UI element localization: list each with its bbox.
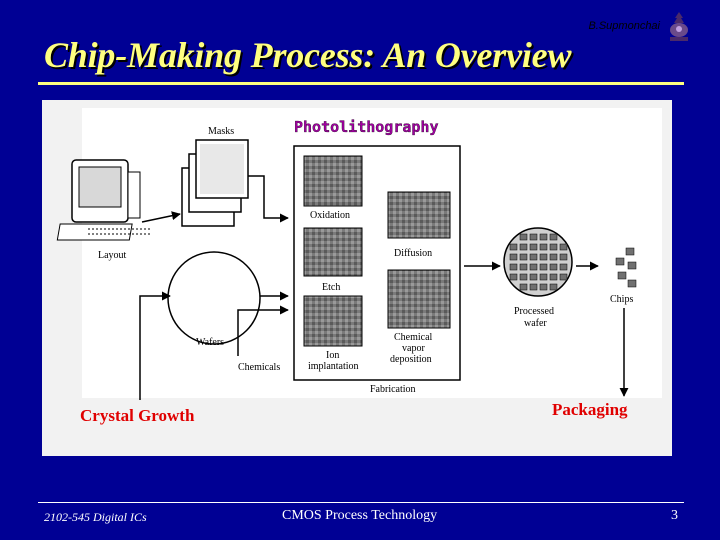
university-seal-icon [670,12,688,41]
crystal-growth-label: Crystal Growth [80,406,195,425]
cvd-caption-1: Chemical [394,332,433,343]
arrow-crystal-to-wafers [139,291,171,400]
arrow-chemicals-to-fabrication [237,305,289,356]
photolithography-label: Photolithography [294,118,439,136]
page-number: 3 [671,508,678,523]
oxidation-caption: Oxidation [310,210,350,221]
processed-wafer-icon [503,227,573,297]
author-name: B.Supmonchai [588,20,660,32]
masks-icon [181,139,249,227]
diffusion-caption: Diffusion [394,248,432,259]
chips-icon [615,247,637,288]
processed-wafer-caption-1: Processed [514,306,554,317]
layout-caption: Layout [98,250,127,261]
oxidation-photo [303,155,363,207]
masks-caption: Masks [208,126,234,137]
cvd-photo [387,269,451,329]
footer-course: 2102-545 Digital ICs [44,510,147,524]
computer-icon [56,159,150,241]
ion-implantation-photo [303,295,363,347]
wafer-icon [167,251,261,345]
slide-title: Chip-Making Process: An Overview [44,35,572,75]
etch-photo [303,227,363,277]
chips-caption: Chips [610,294,633,305]
process-diagram-panel: Masks Layout Wafers Chemicals Fabricatio… [42,100,672,456]
packaging-label: Packaging [552,400,628,419]
footer-divider [38,502,684,503]
chemicals-caption: Chemicals [238,362,280,373]
footer-topic: CMOS Process Technology [282,508,438,523]
ion-caption-1: Ion [326,350,339,361]
etch-caption: Etch [322,282,340,293]
cvd-caption-2: vapor [402,343,425,354]
fabrication-caption: Fabrication [370,384,416,395]
processed-wafer-caption-2: wafer [524,318,547,329]
arrow-layout-to-masks [141,211,181,223]
process-diagram: Masks Layout Wafers Chemicals Fabricatio… [56,108,662,400]
arrow-masks-to-fabrication [248,175,289,223]
title-underline [38,82,684,85]
cvd-caption-3: deposition [390,354,432,365]
diffusion-photo [387,191,451,239]
ion-caption-2: implantation [308,361,359,372]
wafers-caption: Wafers [196,337,224,348]
